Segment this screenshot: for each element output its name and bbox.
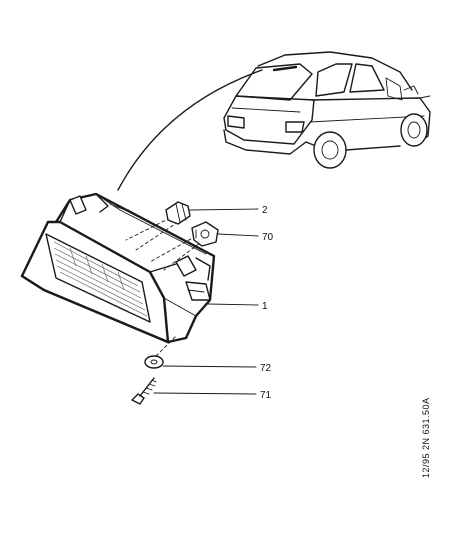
callout-2: 2 (262, 205, 268, 216)
bulb-holder-part (191, 221, 219, 247)
callout-72: 72 (260, 363, 272, 374)
bulb-part (165, 201, 191, 225)
brake-lamp-assembly (20, 192, 216, 344)
drawing-reference-code: 12/95 2N 631.50A (421, 397, 431, 478)
car-illustration (223, 51, 431, 169)
callout-71: 71 (260, 390, 272, 401)
washer-part (144, 355, 164, 369)
callout-1: 1 (262, 301, 268, 312)
screw-part (131, 377, 157, 405)
callout-leaders (153, 208, 259, 395)
callout-70: 70 (262, 232, 274, 243)
assembly-guide-lines (125, 217, 205, 357)
leader-curve (117, 69, 263, 191)
